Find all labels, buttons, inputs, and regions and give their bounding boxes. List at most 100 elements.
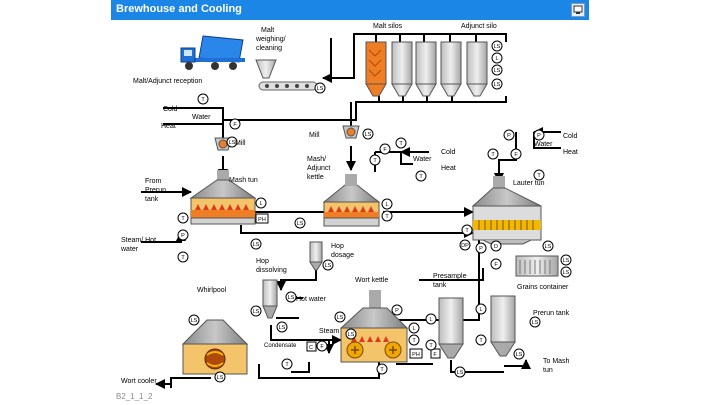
silo-feed-pipe <box>322 56 355 83</box>
sensor-t-mashtun[interactable]: T <box>177 212 189 224</box>
sensor-ls-hop-dissolving[interactable]: LS <box>250 305 262 317</box>
sensor-l-mashtun[interactable]: L <box>255 197 267 209</box>
svg-text:T: T <box>385 214 389 220</box>
mash-tun[interactable] <box>189 170 257 225</box>
sensor-t-lauter[interactable]: T <box>487 148 499 160</box>
window-icon-button[interactable] <box>571 3 585 17</box>
label-condensate: Condensate <box>264 343 297 349</box>
sensor-p-wort[interactable]: P <box>391 304 403 316</box>
sensor-ls-silo-4[interactable]: LS <box>491 78 503 90</box>
sensor-ls-wort[interactable]: LS <box>334 311 346 323</box>
sensor-t-prerun[interactable]: T <box>475 334 487 346</box>
sensor-l-wort[interactable]: L <box>408 322 420 334</box>
label-steam: Steam <box>319 328 339 335</box>
sensor-c-wort[interactable]: C <box>306 341 317 352</box>
sensor-ls-silo-2[interactable]: LS <box>491 40 503 52</box>
whirlpool[interactable] <box>181 319 249 375</box>
sensor-t-lauter-side[interactable]: T <box>461 224 473 236</box>
label-prerun-tank: Prerun tank <box>533 310 570 317</box>
sensor-t-mid[interactable]: T <box>395 137 407 149</box>
lauter-tun[interactable] <box>471 176 542 245</box>
sensor-ls-whirlpool-2[interactable]: LS <box>214 371 226 383</box>
sensor-ls-grains-2[interactable]: LS <box>560 266 572 278</box>
sensor-d-lauter[interactable]: D <box>490 240 502 252</box>
svg-text:F: F <box>514 152 518 158</box>
svg-text:LS: LS <box>253 309 260 315</box>
sensor-t-wort-3[interactable]: T <box>376 363 388 375</box>
mash-adjunct-kettle[interactable] <box>322 174 381 227</box>
sensor-ls-hop-dosage[interactable]: LS <box>322 259 334 271</box>
wort-kettle[interactable] <box>339 290 409 363</box>
sensor-f-lauter-bottom[interactable]: F <box>490 258 502 270</box>
mill-right[interactable] <box>342 125 360 139</box>
sensor-ls-silo-3[interactable]: LS <box>491 64 503 76</box>
sensor-ls-grains-1[interactable]: LS <box>560 254 572 266</box>
label-presample-1: Presample <box>433 273 467 280</box>
sensor-l-prerun[interactable]: L <box>475 303 487 315</box>
sensor-l-silo[interactable]: L <box>491 52 503 64</box>
sensor-p-mashtun[interactable]: P <box>177 229 189 241</box>
sensor-p-lauter-top[interactable]: P <box>503 129 515 141</box>
hop-dissolving-vessel[interactable] <box>262 279 278 319</box>
sensor-f-water-top[interactable]: F <box>229 118 241 130</box>
sensor-t-wort[interactable]: T <box>408 334 420 346</box>
svg-text:L: L <box>412 326 415 332</box>
sensor-ls-whirlpool[interactable]: LS <box>188 314 200 326</box>
sensor-ls-kettle[interactable]: LS <box>294 217 306 229</box>
sensor-t-water-top[interactable]: T <box>197 93 209 105</box>
prerun-tank[interactable] <box>490 295 516 357</box>
label-malt-weighing-1: Malt <box>261 27 274 34</box>
sensor-ls-mash-to[interactable]: LS <box>529 316 541 328</box>
lauter-feed-pipe <box>494 159 516 183</box>
sensor-t-mid-2[interactable]: T <box>369 154 381 166</box>
sensor-ls-mashtun[interactable]: LS <box>250 238 262 250</box>
sensor-ls-presample[interactable]: LS <box>454 366 466 378</box>
sensor-ls-wort-2[interactable]: LS <box>345 328 357 340</box>
sensor-f-wort[interactable]: F <box>430 348 441 359</box>
svg-text:LS: LS <box>297 221 304 227</box>
svg-text:LS: LS <box>545 244 552 250</box>
svg-text:DP: DP <box>461 243 469 249</box>
malt-silo-2 <box>391 41 413 97</box>
sensor-ls-prerun[interactable]: LS <box>513 348 525 360</box>
sensor-ph-mashtun[interactable]: PH <box>255 213 269 224</box>
mill-left[interactable] <box>214 137 232 151</box>
svg-text:LS: LS <box>317 86 324 92</box>
sensor-t-wort-2[interactable]: T <box>281 358 293 370</box>
sensor-ls-lauter[interactable]: LS <box>542 240 554 252</box>
sensor-ls-hop-3[interactable]: LS <box>276 321 288 333</box>
sensor-f-lauter[interactable]: F <box>510 148 522 160</box>
svg-text:LS: LS <box>457 370 464 376</box>
sensor-dp-lauter[interactable]: DP <box>459 239 471 251</box>
sensor-l-kettle[interactable]: L <box>381 198 393 210</box>
label-steam-hot-water-2: water <box>120 246 139 253</box>
sensor-p-lauter[interactable]: P <box>475 242 487 254</box>
sensor-ls-mill-right[interactable]: LS <box>362 128 374 140</box>
sensor-t-steam[interactable]: T <box>177 251 189 263</box>
presample-tank[interactable] <box>438 297 464 359</box>
grains-container[interactable] <box>515 255 559 277</box>
sensor-ls-mill-left[interactable]: LS <box>226 136 238 148</box>
sensor-f-mid[interactable]: F <box>379 143 391 155</box>
sensor-ls-hop-2[interactable]: LS <box>285 291 297 303</box>
sensor-t-lauter-right[interactable]: T <box>533 169 545 181</box>
right-margin <box>607 0 718 405</box>
svg-text:D: D <box>494 244 498 250</box>
sensor-t-heat-mid[interactable]: T <box>415 170 427 182</box>
sensor-l-presample[interactable]: L <box>425 313 437 325</box>
svg-text:L: L <box>495 56 498 62</box>
hop-dosage-vessel[interactable] <box>309 241 323 271</box>
sensor-f-wort-2[interactable]: F <box>316 340 328 352</box>
label-hop-dissolving-2: dissolving <box>256 267 287 274</box>
sensor-t-presample[interactable]: T <box>425 339 437 351</box>
svg-text:F: F <box>494 262 498 268</box>
sensor-ls-silo-1[interactable]: LS <box>314 82 326 94</box>
sensor-ph-wort[interactable]: PH <box>409 348 423 359</box>
label-from-prerun-2: Prerun <box>145 187 166 194</box>
label-lauter-tun: Lauter tun <box>513 180 545 187</box>
lauter-to-presample-pipe <box>419 268 484 281</box>
svg-text:T: T <box>479 338 483 344</box>
sensor-p-lauter-right[interactable]: P <box>533 129 545 141</box>
svg-text:LS: LS <box>217 375 224 381</box>
sensor-t-kettle[interactable]: T <box>381 210 393 222</box>
